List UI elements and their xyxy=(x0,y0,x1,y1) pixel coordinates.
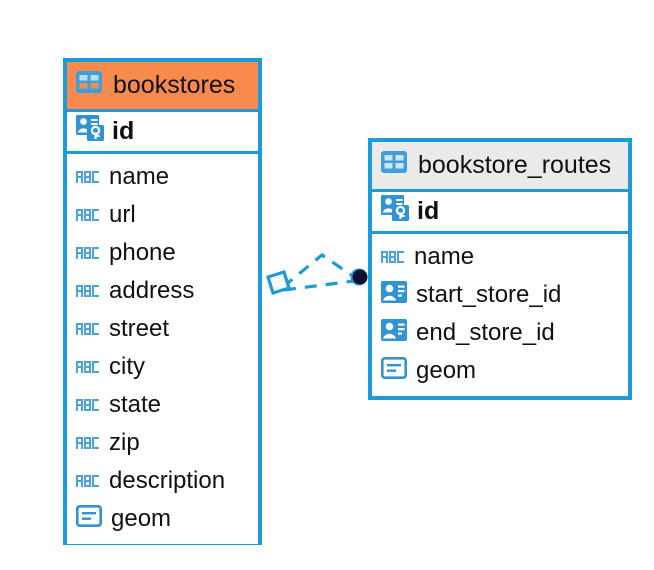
geometry-type-icon xyxy=(380,356,407,386)
field-row-city[interactable]: city xyxy=(67,348,258,386)
entity-title: bookstores xyxy=(113,71,236,99)
diamond-endpoint xyxy=(265,269,292,296)
field-row-geom[interactable]: geom xyxy=(372,352,628,390)
text-type-icon xyxy=(76,429,100,457)
field-label: start_store_id xyxy=(416,281,562,308)
field-row-name[interactable]: name xyxy=(67,158,258,196)
field-label: id xyxy=(417,197,440,225)
field-label: url xyxy=(109,201,136,228)
field-row-url[interactable]: url xyxy=(67,196,258,234)
field-row-name[interactable]: name xyxy=(372,238,628,276)
geometry-type-icon xyxy=(75,504,102,534)
entity-field-list: name start_store_id xyxy=(372,234,628,396)
field-label: id xyxy=(112,117,135,145)
text-type-icon xyxy=(76,467,100,495)
field-label: geom xyxy=(111,505,172,532)
field-label: end_store_id xyxy=(416,319,555,346)
field-label: geom xyxy=(416,357,477,384)
text-type-icon xyxy=(76,201,100,229)
field-row-geom[interactable]: geom xyxy=(67,500,258,538)
field-label: name xyxy=(414,243,475,270)
primary-key-icon xyxy=(76,115,104,148)
primary-key-icon xyxy=(381,195,409,228)
text-type-icon xyxy=(381,243,405,271)
entity-field-list: name u xyxy=(67,154,258,544)
entity-title: bookstore_routes xyxy=(418,151,612,179)
field-label: zip xyxy=(109,429,140,456)
field-label: phone xyxy=(109,239,176,266)
table-icon xyxy=(381,151,407,180)
relationship-line-upper xyxy=(281,253,358,289)
entity-bookstores[interactable]: bookstores id xyxy=(63,58,262,545)
entity-header-bookstores[interactable]: bookstores xyxy=(67,62,258,109)
field-label: address xyxy=(109,277,195,304)
table-icon xyxy=(76,71,102,100)
field-row-description[interactable]: description xyxy=(67,462,258,500)
foreign-key-icon xyxy=(381,280,407,310)
field-row-primary-key[interactable]: id xyxy=(372,189,628,234)
field-row-end-store-id[interactable]: end_store_id xyxy=(372,314,628,352)
entity-bookstore-routes[interactable]: bookstore_routes id xyxy=(368,138,632,400)
entity-header-bookstore-routes[interactable]: bookstore_routes xyxy=(372,142,628,189)
field-label: city xyxy=(109,353,145,380)
text-type-icon xyxy=(76,163,100,191)
text-type-icon xyxy=(76,353,100,381)
field-label: street xyxy=(109,315,170,342)
field-row-zip[interactable]: zip xyxy=(67,424,258,462)
field-row-street[interactable]: street xyxy=(67,310,258,348)
field-row-start-store-id[interactable]: start_store_id xyxy=(372,276,628,314)
foreign-key-icon xyxy=(381,318,407,348)
field-row-address[interactable]: address xyxy=(67,272,258,310)
field-row-phone[interactable]: phone xyxy=(67,234,258,272)
field-row-primary-key[interactable]: id xyxy=(67,109,258,154)
field-label: state xyxy=(109,391,162,418)
field-label: description xyxy=(109,467,226,494)
relationship-line-lower xyxy=(283,279,355,292)
text-type-icon xyxy=(76,277,100,305)
filled-circle-endpoint xyxy=(350,268,368,286)
text-type-icon xyxy=(76,239,100,267)
field-label: name xyxy=(109,163,170,190)
text-type-icon xyxy=(76,391,100,419)
field-row-state[interactable]: state xyxy=(67,386,258,424)
text-type-icon xyxy=(76,315,100,343)
